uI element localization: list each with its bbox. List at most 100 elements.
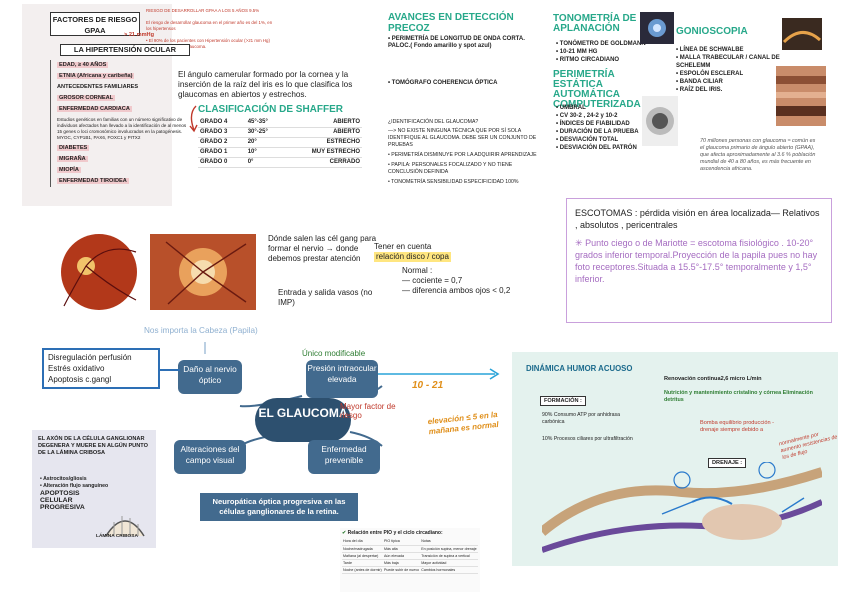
axon-list: • Astrocitos/gliosis • Alteración flujo … bbox=[40, 476, 108, 511]
tener-label: Tener en cuenta bbox=[374, 242, 432, 251]
dinamica-panel: DINÁMICA HUMOR ACUOSO Renovación continu… bbox=[512, 352, 838, 566]
dano-node: Daño al nervio óptico bbox=[178, 360, 242, 394]
risk-item-migraine: MIGRAÑA bbox=[50, 154, 190, 165]
risk-factors-panel: FACTORES DE RIESGO GPAA RIESGO DE DESARR… bbox=[22, 4, 272, 206]
avances-t4: • TONOMETRÍA SENSIBILIDAD ESPECIFICIDAD … bbox=[388, 179, 519, 185]
risk-note-1: RIESGO DE DESARROLLAR GPAA A LOS 5 AÑOS … bbox=[146, 8, 260, 13]
relacion-disco-copa: relación disco / copa bbox=[374, 252, 451, 262]
axon-panel: EL AXÓN DE LA CÉLULA GANGLIONAR DEGENERA… bbox=[32, 430, 156, 548]
visual-field-image-icon bbox=[642, 96, 678, 146]
list-item: • RAÍZ DEL IRIS. bbox=[676, 87, 723, 93]
dinamica-renovacion: Renovación continua2,6 micro L/min bbox=[664, 376, 762, 382]
fundus-photo-icon bbox=[56, 232, 142, 312]
list-item: • DURACIÓN DE LA PRUEBA bbox=[556, 129, 639, 135]
escotomas-panel: ESCOTOMAS : pérdida visión en área local… bbox=[566, 198, 832, 323]
risk-list: EDAD, ≥ 40 AÑOS ETNIA (Africana y caribe… bbox=[50, 60, 190, 187]
shaffer-title: CLASIFICACIÓN DE SHAFFER bbox=[198, 104, 343, 115]
aqueous-anatomy-image-icon bbox=[542, 462, 822, 553]
avances-b2: • TOMÓGRAFO COHERENCIA ÓPTICA bbox=[388, 80, 498, 86]
tonometria-title: TONOMETRÍA DE APLANACIÓN bbox=[553, 13, 637, 34]
risk-item-cardiac: ENFERMEDAD CARDIACA bbox=[50, 104, 190, 115]
gonio-note: 70 millones personas con glaucoma ≈ comú… bbox=[700, 138, 816, 172]
lamina-label: LÁMINA CRIBOSA bbox=[96, 534, 138, 539]
bomba-equilibrio: Bomba equilibrio producción - drenaje si… bbox=[700, 420, 775, 433]
risk-note-2: El riesgo de desarrollar glaucoma en el … bbox=[146, 20, 273, 31]
perimetria-title: PERIMETRÍA ESTÁTICA AUTOMÁTICA COMPUTERI… bbox=[553, 69, 641, 110]
avances-fill-1 bbox=[388, 50, 548, 80]
list-item: APOPTOSIS bbox=[40, 490, 80, 497]
mariotte-definition: ✳ Punto ciego o de Mariotte = escotoma f… bbox=[575, 238, 818, 284]
risk-title: FACTORES DE RIESGO GPAA bbox=[50, 12, 140, 36]
risk-item-diabetes: DIABETES bbox=[50, 143, 190, 154]
mayor-factor: Mayor factor de riesgo bbox=[340, 402, 396, 420]
nos-importa-note: Nos importa la Cabeza (Papila) bbox=[144, 326, 258, 335]
cause-item: Disregulación perfusión bbox=[48, 353, 132, 362]
list-item: • BANDA CILIAR bbox=[676, 79, 723, 85]
avances-t3: • PAPILA: PERSONALES FOCALIZADO Y NO TIE… bbox=[388, 162, 513, 175]
lamina-cribosa-image-icon bbox=[105, 516, 145, 537]
list-item: • TONÓMETRO DE GOLDMANN bbox=[556, 41, 646, 47]
handwritten-drenaje: normalmente por aumento resistencias de … bbox=[778, 431, 839, 461]
handwritten-range: 10 - 21 bbox=[412, 380, 444, 391]
list-item: • LÍNEA DE SCHWALBE bbox=[676, 47, 744, 53]
risk-genetic-detail: Estudios genéticos en familias con un nú… bbox=[50, 115, 190, 143]
table-row: Noche (antes de dormir)Puede subir de nu… bbox=[342, 566, 478, 574]
list-item: • Alteración flujo sanguíneo bbox=[40, 483, 109, 489]
list-item: • ÍNDICES DE FIABILIDAD bbox=[556, 121, 630, 127]
risk-item-ethnicity: ETNIA (Africana y caribeña) bbox=[50, 71, 190, 82]
risk-item-family: ANTECEDENTES FAMILIARES bbox=[50, 82, 190, 93]
list-item: • ESPOLÓN ESCLERAL bbox=[676, 71, 744, 77]
list-item: • DESVIACIÓN DEL PATRÓN bbox=[556, 145, 637, 151]
avances-fill-2 bbox=[388, 87, 548, 119]
unico-modificable: Único modificable bbox=[302, 349, 366, 358]
causes-connector-icon bbox=[160, 369, 180, 371]
escotomas-definition: ESCOTOMAS : pérdida visión en área local… bbox=[575, 208, 820, 230]
shaffer-arrow-icon bbox=[189, 105, 198, 133]
check-icon: ✔ bbox=[342, 530, 347, 536]
formacion-90: 90% Consumo ATP por anhidrasa carbónica bbox=[542, 412, 620, 425]
axon-title: EL AXÓN DE LA CÉLULA GANGLIONAR DEGENERA… bbox=[38, 436, 148, 456]
cause-item: Estrés oxidativo bbox=[48, 364, 105, 373]
glaucoma-center-node: EL GLAUCOMA bbox=[255, 398, 351, 442]
alteraciones-node: Alteraciones del campo visual bbox=[174, 440, 246, 474]
normal-diferencia: — diferencia ambos ojos < 0,2 bbox=[402, 286, 511, 295]
list-item: • RITMO CIRCADIANO bbox=[556, 57, 620, 63]
avances-b1: • PERIMETRÍA DE LONGITUD DE ONDA CORTA. … bbox=[388, 36, 525, 49]
perimetria-list: • UMBRAL • CV 30-2 , 24-2 y 10-2 • ÍNDIC… bbox=[556, 104, 639, 152]
relacion-pio-panel: ✔ Relación entre PIO y el ciclo circadia… bbox=[340, 528, 480, 592]
avances-q: ¿IDENTIFICACIÓN DEL GLAUCOMA? bbox=[388, 119, 479, 125]
list-item: PROGRESIVA bbox=[40, 504, 85, 511]
tonometria-list: • TONÓMETRO DE GOLDMANN • 10-21 MM HG • … bbox=[556, 40, 646, 64]
list-item: • 10-21 MM HG bbox=[556, 49, 598, 55]
risk-item-thyroid: ENFERMEDAD TIROIDEA bbox=[50, 176, 190, 187]
risk-item-cornea: GROSOR CORNEAL bbox=[50, 93, 190, 104]
normal-cociente: — cociente = 0,7 bbox=[402, 276, 463, 285]
formacion-label: FORMACIÓN : bbox=[540, 396, 586, 406]
causes-box: Disregulación perfusión Estrés oxidativo… bbox=[42, 348, 160, 389]
formacion-10: 10% Procesos ciliares por ultrafiltració… bbox=[542, 436, 633, 442]
list-item: • DESVIACIÓN TOTAL bbox=[556, 137, 619, 143]
dinamica-title: DINÁMICA HUMOR ACUOSO bbox=[526, 364, 633, 373]
avances-t1: —> NO EXISTE NINGUNA TÉCNICA QUE POR SÍ … bbox=[388, 128, 537, 148]
neuro-banner: Neuropática óptica progresiva en las cél… bbox=[200, 493, 358, 521]
normal-title: Normal : bbox=[402, 266, 433, 275]
dinamica-nutricion: Nutrición y mantenimiento cristalino y c… bbox=[664, 390, 813, 403]
drenaje-label: DRENAJE : bbox=[708, 458, 747, 468]
risk-threshold: > 21 mmHg bbox=[124, 32, 155, 38]
risk-item-age: EDAD, ≥ 40 AÑOS bbox=[50, 60, 190, 71]
gonioscopy-image-icon bbox=[782, 18, 822, 50]
list-item: • UMBRAL bbox=[556, 105, 586, 111]
avances-title: AVANCES EN DETECCIÓN PRECOZ bbox=[388, 12, 514, 34]
optic-disc-photo-icon bbox=[146, 232, 260, 312]
tonometer-image-icon bbox=[640, 12, 674, 44]
disc-text-vessels: Entrada y salida vasos (no IMP) bbox=[278, 288, 373, 307]
